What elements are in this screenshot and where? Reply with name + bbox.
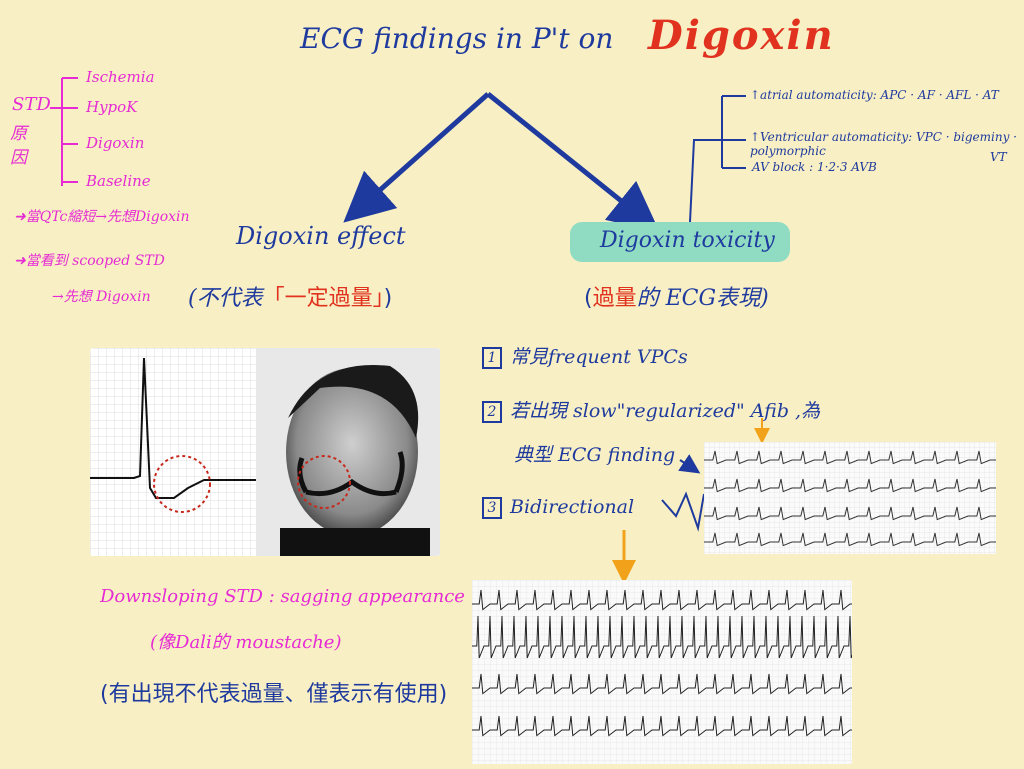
toxicity-bracket xyxy=(689,95,746,223)
afib-trace-row-2 xyxy=(704,478,996,493)
std-label: STD xyxy=(12,94,51,115)
page-title: ECG findings in P't on xyxy=(300,22,614,55)
effect-title: Digoxin effect xyxy=(236,222,406,250)
finding-2: 2 若出現 slow"regularized" Afib ,為 xyxy=(482,396,820,423)
std-note-scooped: ➜當看到 scooped STD xyxy=(14,253,165,269)
ecg-bidirectional-vt-strip xyxy=(472,580,852,764)
finding-3-text: Bidirectional xyxy=(510,496,635,518)
caption-not-overdose: (有出現不代表過量、僅表示有使用) xyxy=(100,682,448,707)
toxicity-item-ventricular: ↑Ventricular automaticity: VPC · bigemin… xyxy=(750,130,1017,158)
toxicity-title: Digoxin toxicity xyxy=(600,228,775,253)
toxicity-sub-highlight: 過量 xyxy=(592,286,637,311)
portrait-suit xyxy=(280,528,430,556)
ecg-std-circle xyxy=(153,455,211,513)
effect-sub-prefix: (不代表 xyxy=(188,286,263,311)
finding-3: 3 Bidirectional xyxy=(482,496,634,519)
ecg-vt-traces xyxy=(472,589,852,737)
finding-3-number: 3 xyxy=(482,497,502,519)
finding-2-number: 2 xyxy=(482,401,502,423)
toxicity-item-vt: VT xyxy=(990,150,1007,164)
arrow-finding-ecg xyxy=(678,454,701,474)
std-cause-ischemia: Ischemia xyxy=(86,68,155,86)
toxicity-sub-prefix: ( xyxy=(584,286,593,311)
caption-dali: (像Dali的 moustache) xyxy=(150,632,342,653)
bidirectional-sketch xyxy=(661,491,705,532)
vt-trace-row-3 xyxy=(472,673,852,695)
std-note-qtc: ➜當QTc縮短→先想Digoxin xyxy=(14,209,190,225)
toxicity-highlight xyxy=(570,222,790,262)
ecg-afib-strip xyxy=(704,442,996,554)
finding-1: 1 常見frequent VPCs xyxy=(482,342,688,369)
ecg-afib-traces xyxy=(704,450,996,547)
afib-trace-row-3 xyxy=(704,506,996,521)
ecg-grid xyxy=(90,348,256,556)
std-cause-hypok: HypoK xyxy=(86,98,138,116)
arrow-to-toxicity xyxy=(486,92,660,232)
arrow-to-effect xyxy=(343,92,490,223)
portrait-hair xyxy=(288,365,419,438)
toxicity-subtitle: (過量的 ECG表現) xyxy=(584,280,769,312)
effect-sub-suffix: ) xyxy=(383,286,393,311)
effect-sub-highlight: 「一定過量」 xyxy=(262,286,384,311)
std-note-think-digoxin: →先想 Digoxin xyxy=(52,289,151,305)
ecg-portrait-svg xyxy=(90,348,440,556)
std-cause-baseline: Baseline xyxy=(86,172,151,190)
std-cause-digoxin: Digoxin xyxy=(86,134,145,152)
toxicity-item-atrial: ↑atrial automaticity: APC · AF · AFL · A… xyxy=(750,88,999,102)
toxicity-item-av-block: AV block : 1·2·3 AVB xyxy=(752,160,877,174)
afib-trace-row-1 xyxy=(704,450,996,465)
ecg-and-portrait-image xyxy=(90,348,440,556)
std-causes-label: 原因 xyxy=(10,124,27,168)
portrait-moustache xyxy=(297,451,405,497)
afib-trace-row-4 xyxy=(704,532,996,547)
finding-1-text: 常見frequent VPCs xyxy=(510,346,688,368)
vt-trace-row-2 xyxy=(472,615,852,659)
caption-downsloping: Downsloping STD : sagging appearance xyxy=(100,586,465,607)
finding-1-number: 1 xyxy=(482,347,502,369)
toxicity-sub-suffix: 的 ECG表現) xyxy=(636,286,769,311)
finding-2-continued: 典型 ECG finding xyxy=(514,444,676,466)
finding-2-text: 若出現 slow"regularized" Afib ,為 xyxy=(510,400,821,422)
vt-trace-row-4 xyxy=(472,715,852,737)
std-brace xyxy=(50,77,78,186)
moustache-circle xyxy=(297,455,351,509)
ecg-trace xyxy=(90,357,256,499)
vt-trace-row-1 xyxy=(472,589,852,611)
effect-subtitle: (不代表「一定過量」) xyxy=(188,280,392,312)
title-drug-name: Digoxin xyxy=(648,12,835,59)
